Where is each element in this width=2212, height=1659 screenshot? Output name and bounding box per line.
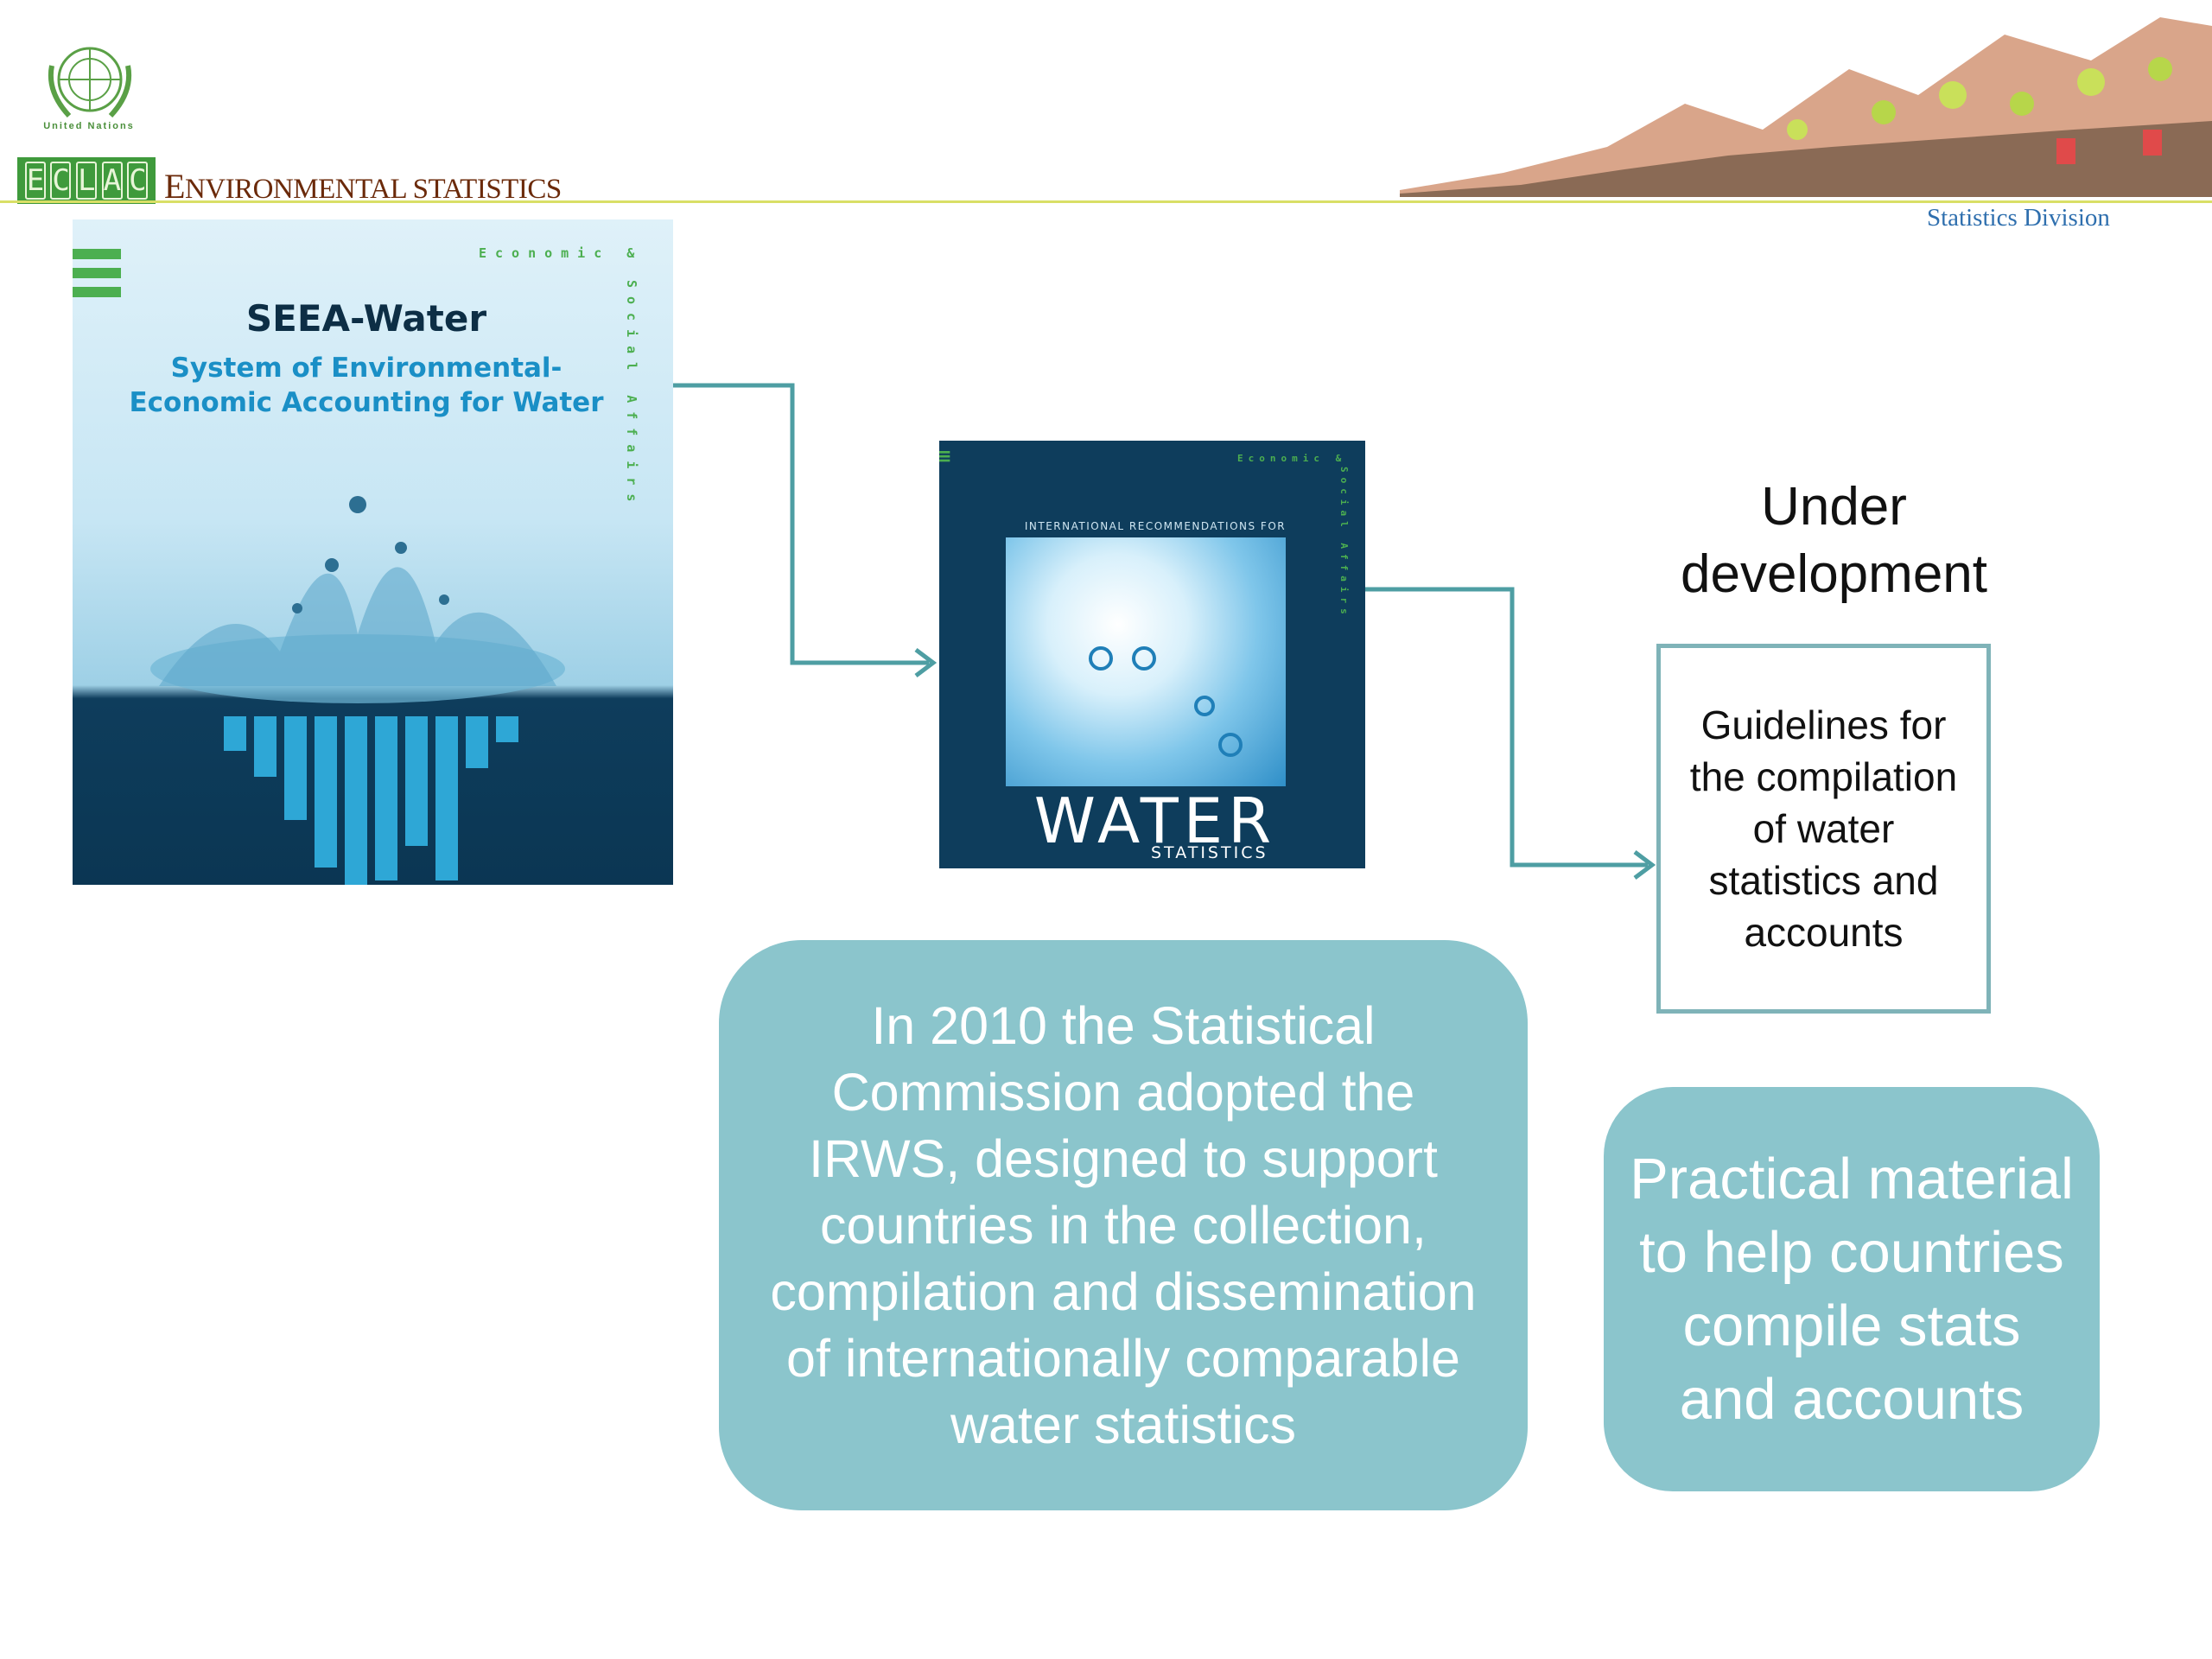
eclac-letter: E [24, 162, 46, 200]
un-caption: United Nations [43, 121, 135, 131]
arrowhead-irws [914, 648, 938, 677]
un-emblem-icon [48, 47, 132, 118]
eclac-logo: E C L A C [17, 157, 156, 204]
eclac-letter: C [50, 162, 72, 200]
irws-statistics-word: STATISTICS [1151, 843, 1268, 862]
guidelines-box: Guidelines for the compilation of water … [1656, 644, 1991, 1014]
irws-description-text: In 2010 the Statistical Commission adopt… [770, 995, 1477, 1454]
under-development-label: Under development [1680, 477, 1988, 604]
title-initial: E [164, 167, 185, 206]
irws-cover: Economic & Social Affairs INTERNATIONAL … [939, 441, 1365, 868]
arrowhead-guidelines [1633, 850, 1656, 880]
un-stripes-icon [73, 249, 121, 306]
water-splash-icon [150, 496, 565, 885]
seea-water-cover: Economic & Social Affairs SEEA-Water Sys… [73, 219, 673, 885]
cover-economic-label: Economic & [1237, 453, 1347, 464]
seea-subtitle: System of Environmental-Economic Account… [129, 353, 604, 418]
statistics-division-label: Statistics Division [1927, 204, 2110, 232]
un-stripes-icon [939, 451, 950, 464]
cover-social-label: Social Affairs [1338, 467, 1350, 620]
arrow-irws-to-guidelines [1365, 587, 1648, 868]
cover-economic-label: Economic & [479, 245, 644, 261]
eclac-letter: L [75, 162, 97, 200]
landscape-illustration-icon [1400, 17, 2212, 197]
arrow-seea-to-irws [673, 383, 929, 665]
cover-social-label: Social Affairs [624, 280, 639, 511]
title-rest: NVIRONMENTAL STATISTICS [184, 174, 562, 205]
bubbles-icon [1089, 646, 1243, 757]
practical-material-text: Practical material to help countries com… [1630, 1147, 2074, 1432]
header-divider [0, 200, 2212, 203]
environmental-statistics-title: ENVIRONMENTAL STATISTICS [164, 166, 562, 207]
practical-material-bubble: Practical material to help countries com… [1604, 1087, 2100, 1491]
eclac-letter: A [101, 162, 123, 200]
guidelines-text: Guidelines for the compilation of water … [1689, 702, 1958, 955]
seea-title: SEEA-Water [245, 297, 487, 340]
irws-description-bubble: In 2010 the Statistical Commission adopt… [719, 940, 1528, 1510]
irws-water-word: WATER [1033, 785, 1277, 857]
irws-intl-label: INTERNATIONAL RECOMMENDATIONS FOR [1024, 520, 1287, 532]
eclac-letter: C [127, 162, 149, 200]
water-bubbles-image [1006, 537, 1286, 786]
